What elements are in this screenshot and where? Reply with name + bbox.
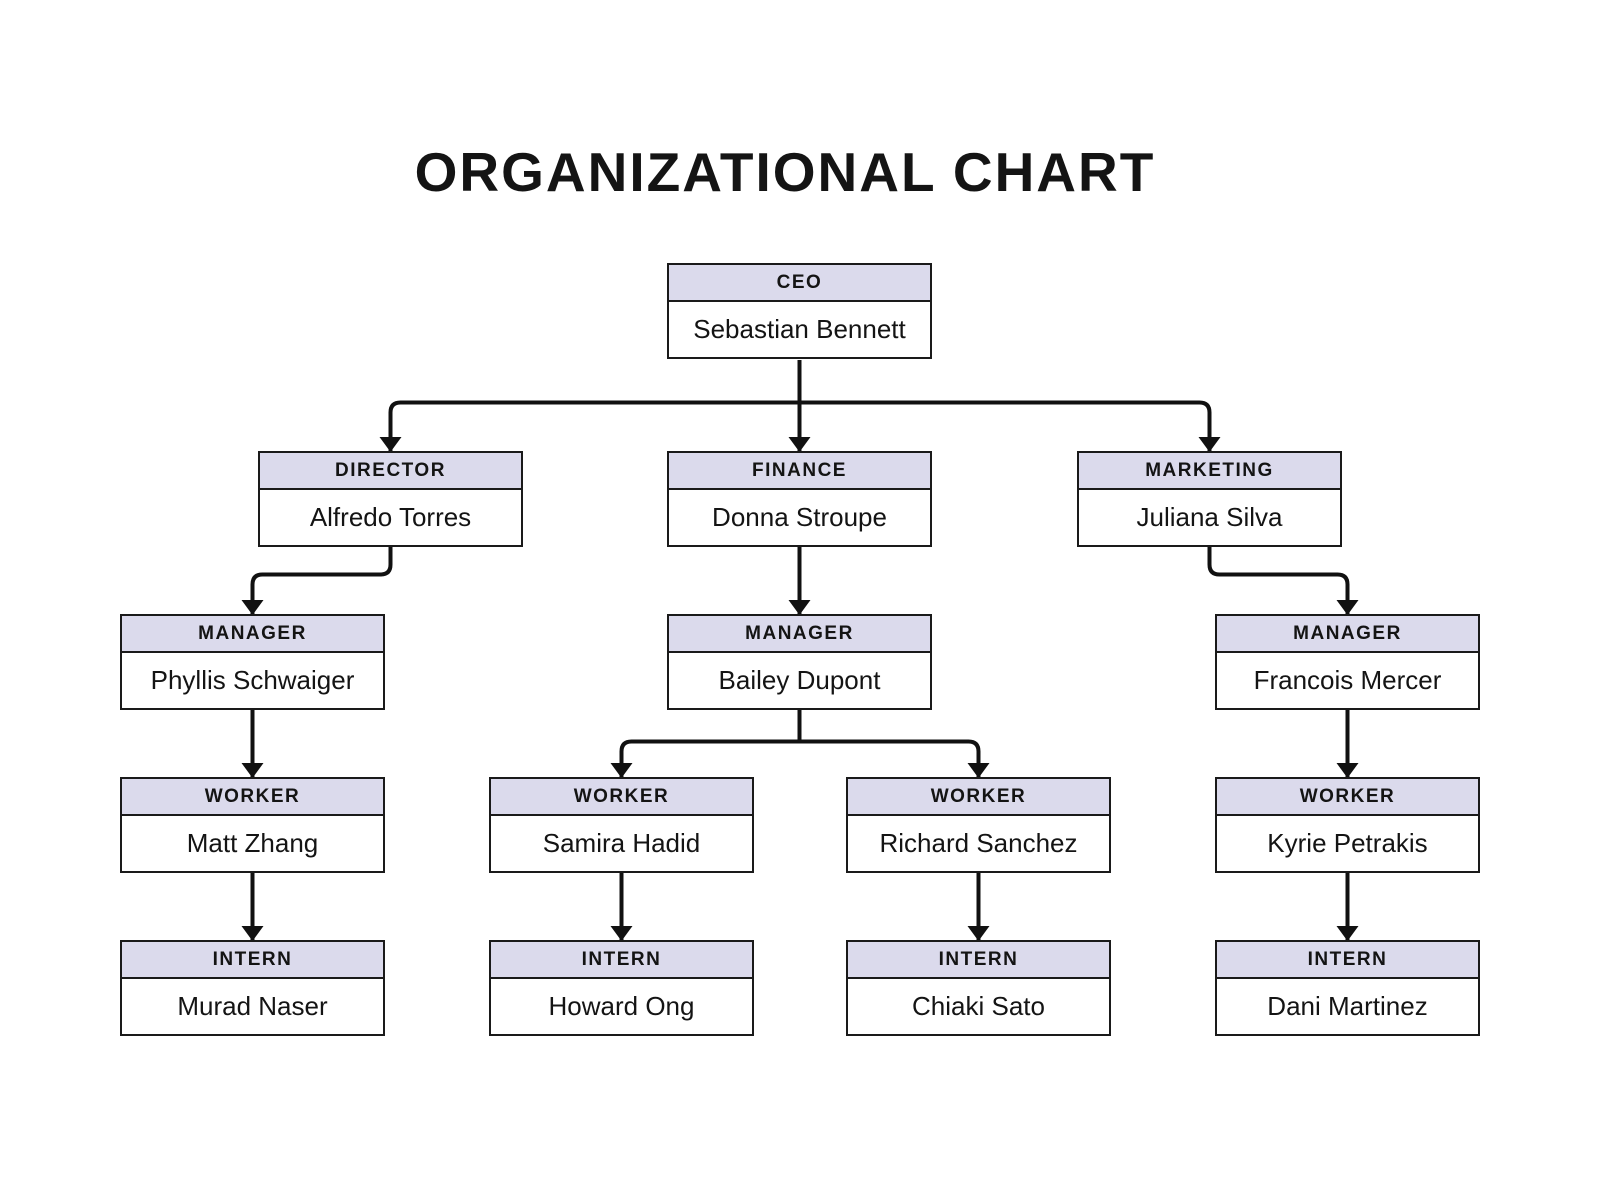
name-label: Howard Ong bbox=[548, 991, 695, 1021]
name-label: Matt Zhang bbox=[186, 828, 319, 858]
org-node-manager-finance: MANAGER Bailey Dupont bbox=[667, 614, 932, 710]
role-header: INTERN bbox=[122, 942, 383, 979]
name-label: Donna Stroupe bbox=[712, 502, 887, 532]
name-label: Chiaki Sato bbox=[912, 991, 1045, 1021]
role-header: INTERN bbox=[491, 942, 752, 979]
name-label: Kyrie Petrakis bbox=[1267, 828, 1428, 858]
name-label: Dani Martinez bbox=[1267, 991, 1428, 1021]
org-node-intern-4: INTERN Dani Martinez bbox=[1215, 940, 1480, 1036]
name-label: Alfredo Torres bbox=[309, 502, 472, 532]
org-node-finance: FINANCE Donna Stroupe bbox=[667, 451, 932, 547]
role-header: INTERN bbox=[1217, 942, 1478, 979]
name-label: Francois Mercer bbox=[1253, 665, 1442, 695]
org-node-intern-2: INTERN Howard Ong bbox=[489, 940, 754, 1036]
role-header: WORKER bbox=[122, 779, 383, 816]
role-header: WORKER bbox=[491, 779, 752, 816]
role-header: WORKER bbox=[1217, 779, 1478, 816]
name-label: Juliana Silva bbox=[1136, 502, 1283, 532]
role-header: CEO bbox=[669, 265, 930, 302]
edge-manager-worker-3 bbox=[799, 739, 990, 778]
org-node-worker-2: WORKER Samira Hadid bbox=[489, 777, 754, 873]
role-header: FINANCE bbox=[669, 453, 930, 490]
org-node-worker-4: WORKER Kyrie Petrakis bbox=[1215, 777, 1480, 873]
edge-marketing-manager bbox=[1207, 547, 1359, 615]
org-node-worker-3: WORKER Richard Sanchez bbox=[846, 777, 1111, 873]
edge-manager-worker-2 bbox=[610, 739, 800, 778]
role-header: INTERN bbox=[848, 942, 1109, 979]
name-label: Richard Sanchez bbox=[879, 828, 1078, 858]
role-header: MANAGER bbox=[1217, 616, 1478, 653]
name-label: Samira Hadid bbox=[542, 828, 701, 858]
org-node-intern-1: INTERN Murad Naser bbox=[120, 940, 385, 1036]
role-header: DIRECTOR bbox=[260, 453, 521, 490]
org-node-ceo: CEO Sebastian Bennett bbox=[667, 263, 932, 359]
role-header: WORKER bbox=[848, 779, 1109, 816]
name-label: Murad Naser bbox=[177, 991, 328, 1021]
org-node-marketing: MARKETING Juliana Silva bbox=[1077, 451, 1342, 547]
name-label: Bailey Dupont bbox=[718, 665, 881, 695]
name-label: Phyllis Schwaiger bbox=[150, 665, 355, 695]
org-node-manager-marketing: MANAGER Francois Mercer bbox=[1215, 614, 1480, 710]
org-node-director: DIRECTOR Alfredo Torres bbox=[258, 451, 523, 547]
org-node-manager-director: MANAGER Phyllis Schwaiger bbox=[120, 614, 385, 710]
chart-title: ORGANIZATIONAL CHART bbox=[414, 141, 1156, 203]
org-node-intern-3: INTERN Chiaki Sato bbox=[846, 940, 1111, 1036]
name-label: Sebastian Bennett bbox=[693, 314, 906, 344]
role-header: MANAGER bbox=[669, 616, 930, 653]
role-header: MANAGER bbox=[122, 616, 383, 653]
edge-director-manager bbox=[241, 547, 393, 615]
edge-ceo-marketing bbox=[799, 400, 1221, 452]
role-header: MARKETING bbox=[1079, 453, 1340, 490]
edge-ceo-director bbox=[379, 400, 800, 452]
org-node-worker-1: WORKER Matt Zhang bbox=[120, 777, 385, 873]
